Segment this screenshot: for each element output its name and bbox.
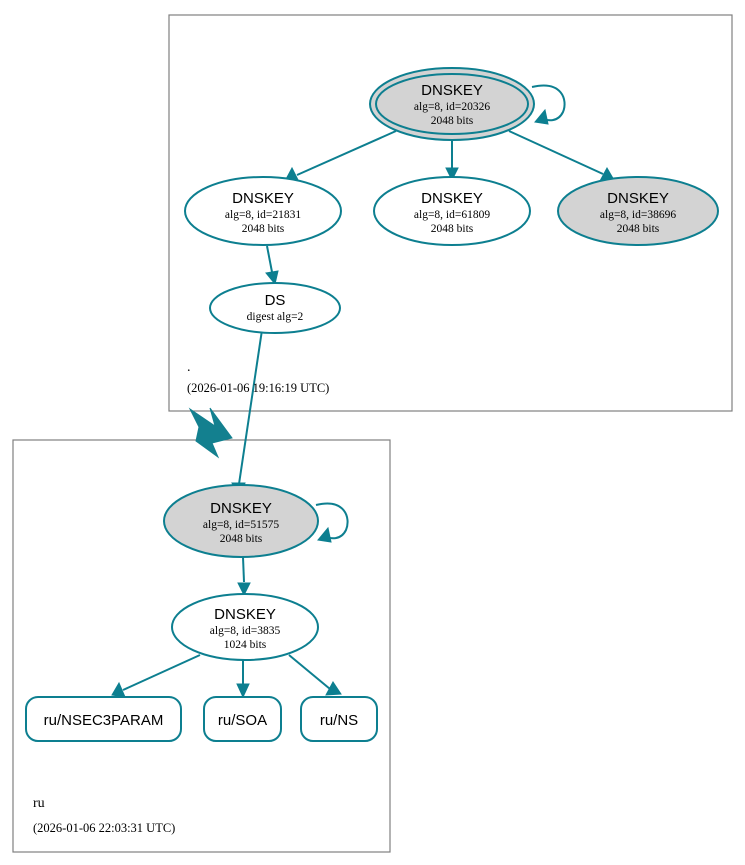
rrset-label: ru/NSEC3PARAM [44,712,164,729]
delegation-arrowhead [188,407,233,459]
node-dnskey-root-zsk-21831[interactable]: DNSKEY alg=8, id=21831 2048 bits [184,176,342,246]
node-detail-alg-id: alg=8, id=61809 [414,209,490,221]
node-title: DNSKEY [607,190,669,207]
node-dnskey-root-ksk-38696[interactable]: DNSKEY alg=8, id=38696 2048 bits [557,176,719,246]
rrset-node-ru-nsec3param[interactable]: ru/NSEC3PARAM [25,696,182,742]
node-ellipse [163,484,319,558]
rrset-box [203,696,282,742]
rrset-label: ru/SOA [218,712,267,729]
node-inner-ellipse [375,73,529,135]
edge-zsk21831-to-ds [265,245,279,286]
node-detail-keysize: 2048 bits [617,223,660,235]
edge-ksk20326-to-zsk61809 [445,141,459,182]
node-title: DNSKEY [421,82,483,99]
node-title: DS [265,292,286,309]
node-detail-alg-id: alg=8, id=20326 [414,101,490,113]
node-detail-keysize: 2048 bits [220,533,263,545]
zone-name: ru [33,796,45,811]
rrset-node-ru-soa[interactable]: ru/SOA [203,696,282,742]
node-dnskey-ru-ksk-51575[interactable]: DNSKEY alg=8, id=51575 2048 bits [163,484,319,558]
node-ellipse [557,176,719,246]
node-title: DNSKEY [214,606,276,623]
node-ds-record[interactable]: DS digest alg=2 [209,282,341,334]
node-detail-alg-id: alg=8, id=51575 [203,519,279,531]
rrset-node-ru-ns[interactable]: ru/NS [300,696,378,742]
node-detail-alg-id: alg=8, id=3835 [210,625,281,637]
node-ellipse [184,176,342,246]
node-dnskey-root-ksk-20326[interactable]: DNSKEY alg=8, id=20326 2048 bits [369,67,535,141]
node-detail-keysize: 2048 bits [431,115,474,127]
edge-ru-ksk-self-loop [315,502,349,543]
node-ellipse [209,282,341,334]
zone-timestamp: (2026-01-06 22:03:31 UTC) [33,821,175,835]
rrset-box [25,696,182,742]
node-detail-alg-id: alg=8, id=38696 [600,209,676,221]
edge-ksk20326-self-loop [531,84,566,125]
node-ellipse [373,176,531,246]
node-title: DNSKEY [232,190,294,207]
node-dnskey-root-zsk-61809[interactable]: DNSKEY alg=8, id=61809 2048 bits [373,176,531,246]
node-detail-alg-id: alg=8, id=21831 [225,209,301,221]
edge-ru-ksk-to-ru-zsk [237,556,251,597]
node-title: DNSKEY [421,190,483,207]
node-detail-keysize: 2048 bits [431,223,474,235]
rrset-box [300,696,378,742]
rrset-label: ru/NS [320,712,358,729]
zone-label-root: . (2026-01-06 19:16:19 UTC) [187,360,329,395]
node-dnskey-ru-zsk-3835[interactable]: DNSKEY alg=8, id=3835 1024 bits [171,593,319,661]
node-title: DNSKEY [210,500,272,517]
node-detail-digest-alg: digest alg=2 [247,311,304,323]
node-detail-keysize: 2048 bits [242,223,285,235]
zone-timestamp: (2026-01-06 19:16:19 UTC) [187,381,329,395]
node-detail-keysize: 1024 bits [224,639,267,651]
zone-label-ru: ru (2026-01-06 22:03:31 UTC) [33,796,175,835]
node-ellipse [171,593,319,661]
edge-ru-zsk-to-rrset-soa [236,660,250,699]
zone-name: . [187,360,191,375]
edge-ru-zsk-to-rrset-ns [288,654,342,696]
